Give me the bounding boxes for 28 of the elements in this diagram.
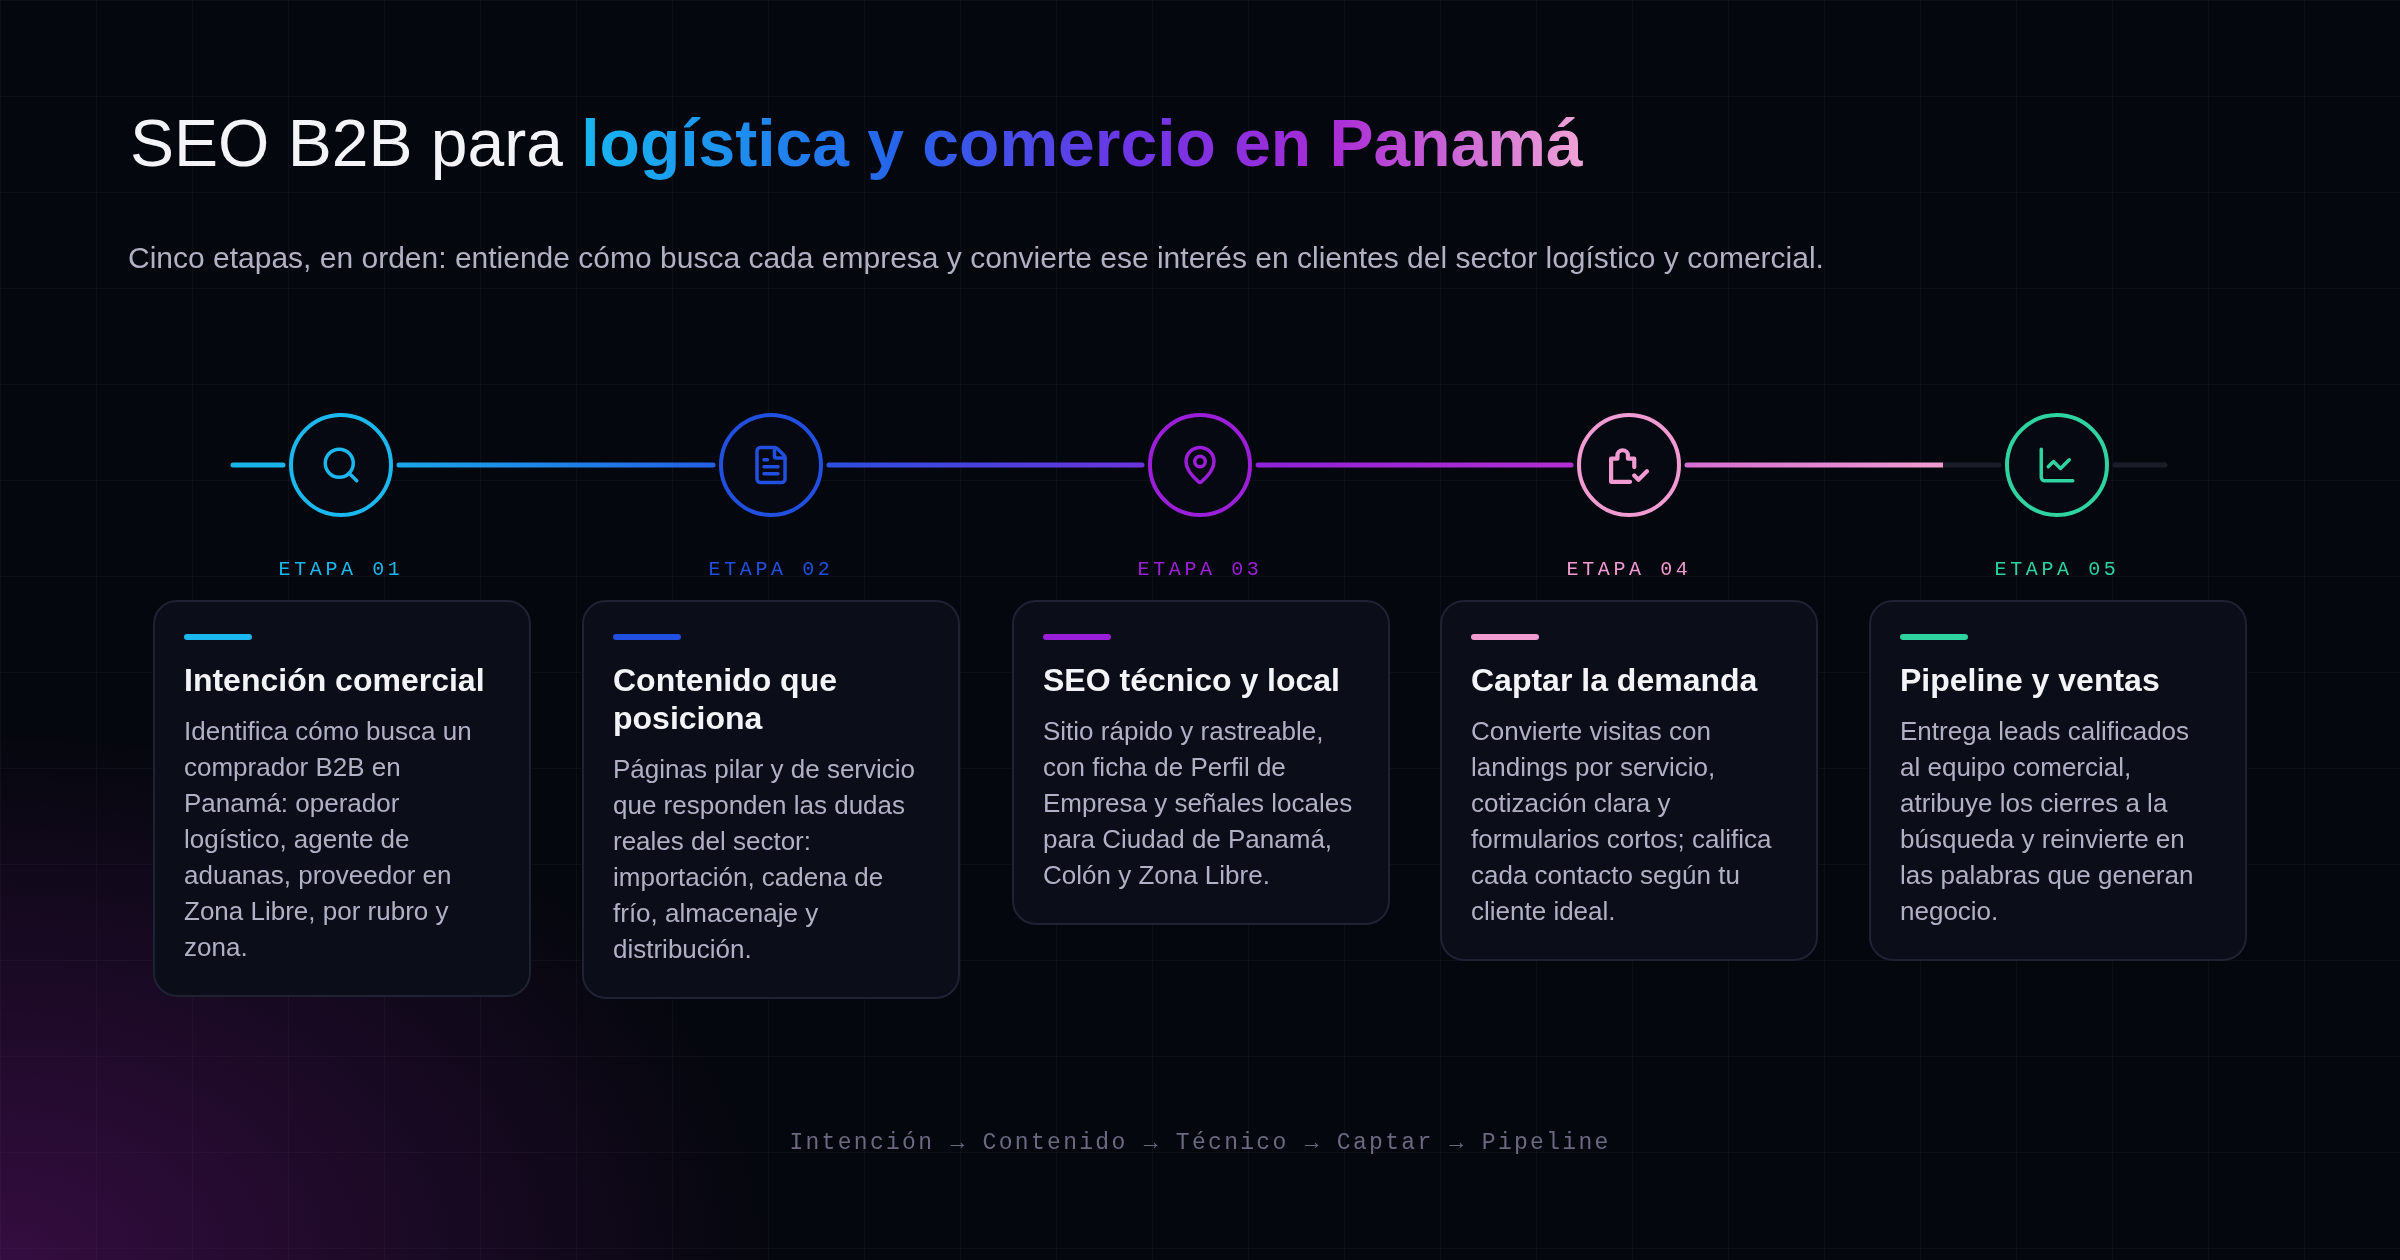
card-title: Contenido que posiciona (613, 661, 838, 737)
connector-line (1684, 462, 2002, 468)
connector-line (230, 462, 286, 468)
card-description: Identifica cómo busca un comprador B2B en Panamá: operador logístico, agente de aduanas, proveedor en Zona Libre, por rubro y zona. (184, 715, 473, 964)
connector-line (2112, 462, 2168, 468)
connector-line (1255, 462, 1574, 468)
stage-card (582, 600, 960, 999)
stage-card (1869, 600, 2247, 961)
connector-line (826, 462, 1145, 468)
stage-card (1440, 600, 1818, 961)
card-description: Convierte visitas con landings por servicio, cotización clara y formularios cortos; califica cada contacto según tu cliente ideal. (1471, 715, 1773, 928)
subtitle: Cinco etapas, en orden: entiende cómo busca cada empresa y convierte ese interés en clientes del sector logístico y comercial. (128, 240, 1824, 276)
card-description: Entrega leads calificados al equipo comercial, atribuye los cierres a la búsqueda y reinvierte en las palabras que generan negocio. (1900, 715, 2195, 928)
stage-label: ETAPA 02 (708, 558, 834, 582)
stage-label: ETAPA 01 (278, 558, 404, 582)
card-description: Páginas pilar y de servicio que responden las dudas reales del sector: importación, cadena de frío, almacenaje y distribución. (613, 753, 917, 966)
stage-label: ETAPA 03 (1137, 558, 1263, 582)
connector-line (396, 462, 716, 468)
stage-card (153, 600, 531, 997)
card-description: Sitio rápido y rastreable, con ficha de Perfil de Empresa y señales locales para Ciudad de Panamá, Colón y Zona Libre. (1043, 715, 1354, 892)
card-title: Captar la demanda (1471, 661, 1759, 699)
card-title: Pipeline y ventas (1900, 661, 2161, 699)
stage-label: ETAPA 05 (1994, 558, 2120, 582)
card-title: SEO técnico y local (1043, 661, 1341, 699)
stage-label: ETAPA 04 (1566, 558, 1692, 582)
stage-card (1012, 600, 1390, 925)
footer-text: Intención → Contenido → Técnico → Captar → Pipeline (789, 1129, 1611, 1158)
card-title: Intención comercial (184, 661, 486, 699)
